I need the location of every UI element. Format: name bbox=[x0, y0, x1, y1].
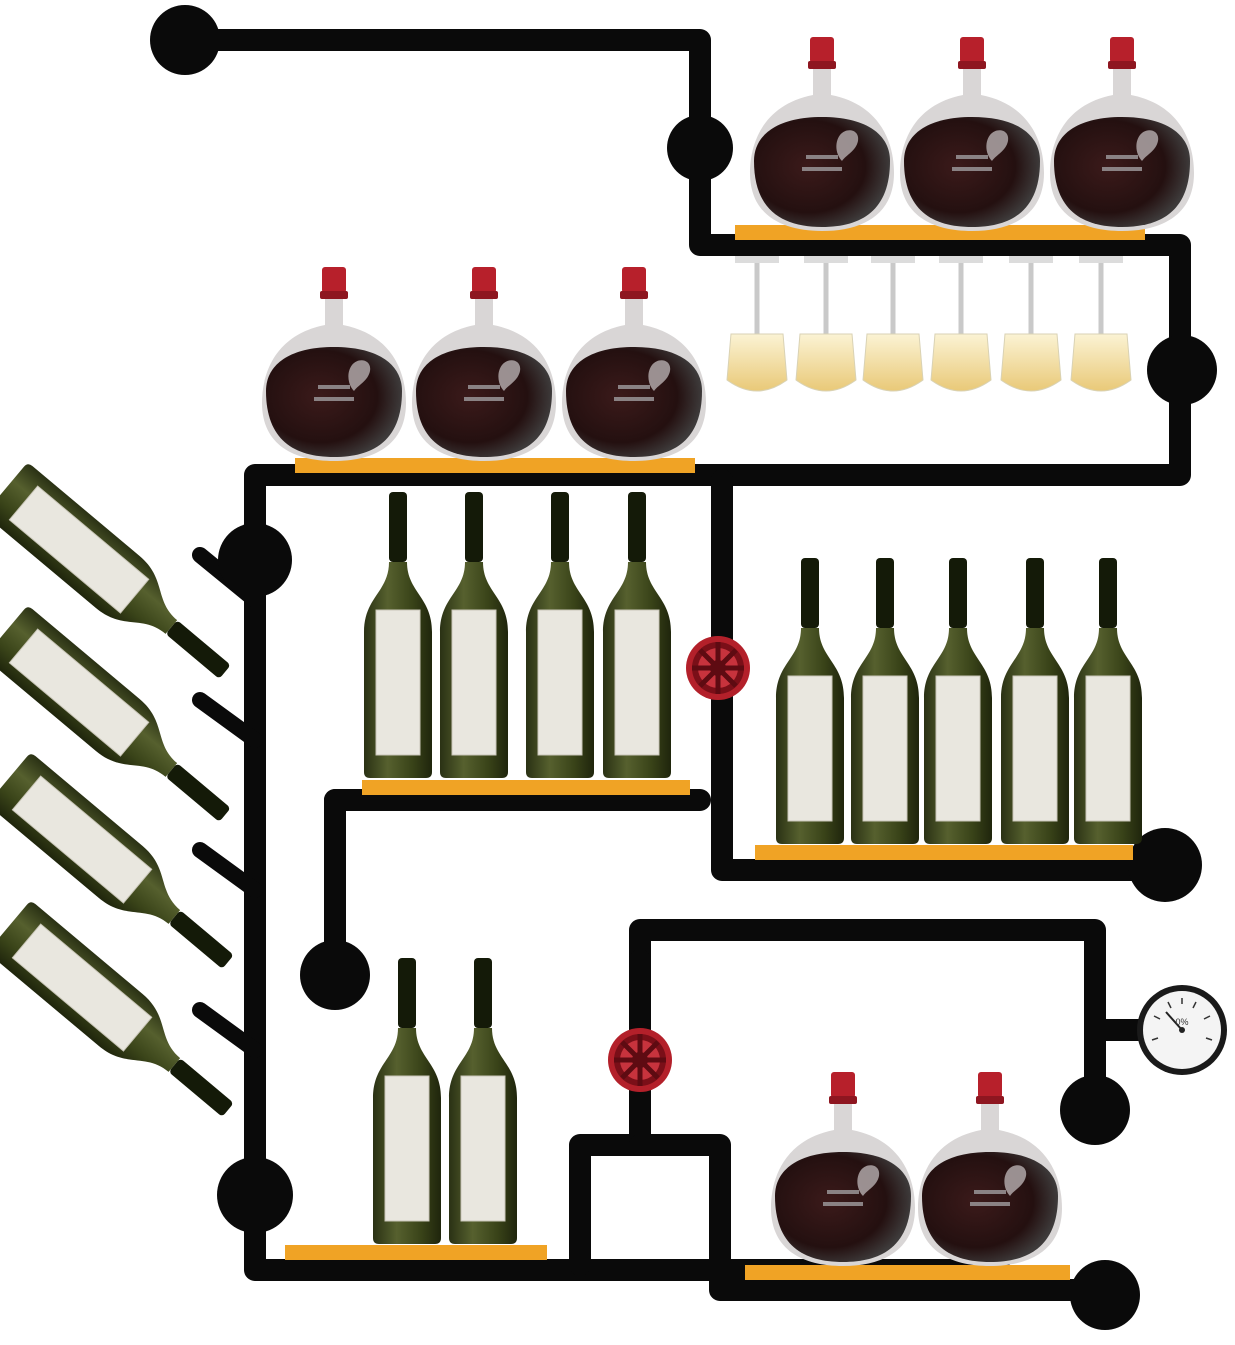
bottles-lower-left bbox=[372, 957, 518, 1245]
hanging-wine-glasses bbox=[726, 255, 1132, 392]
bottles-upper-middle bbox=[363, 491, 672, 779]
valve-upper bbox=[686, 636, 750, 700]
decanters-middle bbox=[262, 267, 706, 461]
pipe-end-caps bbox=[150, 5, 1217, 1330]
valve-lower bbox=[608, 1028, 672, 1092]
pressure-gauge: 0% bbox=[1137, 985, 1227, 1075]
wood-shelves bbox=[285, 225, 1145, 1280]
gauge-label: 0% bbox=[1175, 1017, 1188, 1027]
decanters-top-right bbox=[750, 37, 1194, 231]
bottles-right bbox=[775, 557, 1143, 845]
decanters-lower-right bbox=[771, 1072, 1062, 1266]
